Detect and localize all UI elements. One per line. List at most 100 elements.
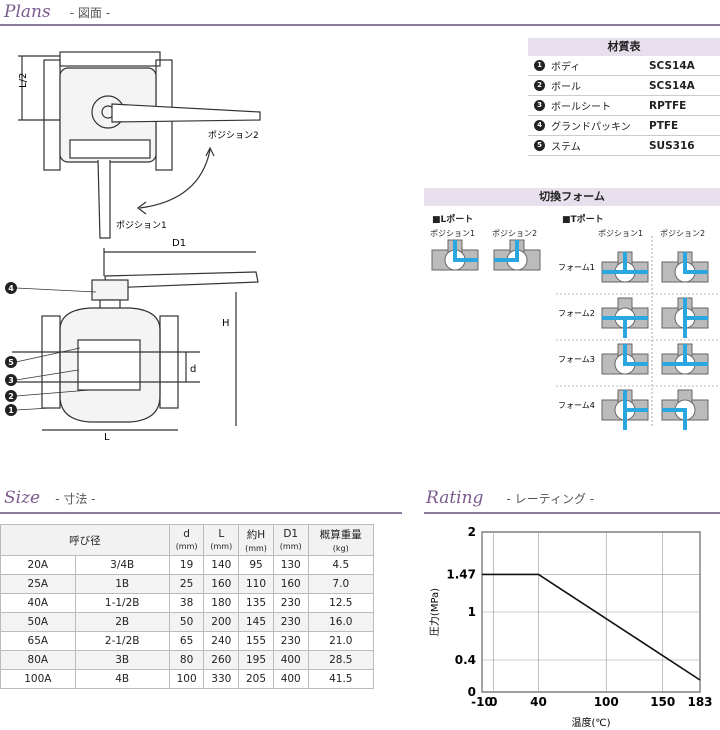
material-value: SCS14A [649, 79, 695, 92]
rating-series-line [482, 573, 701, 681]
table-cell: 140 [203, 555, 240, 575]
th-weight: 概算重量(kg) [307, 524, 375, 556]
l2-label: L/2 [18, 73, 29, 88]
callout-number: 4 [8, 284, 14, 293]
callout-circle [5, 404, 17, 416]
table-cell: 25A [0, 574, 76, 594]
table-cell: 7.0 [307, 574, 375, 594]
port-diagram [601, 343, 649, 375]
table-cell: 230 [272, 612, 309, 632]
top-flange [59, 51, 161, 67]
table-cell: 2-1/2B [74, 631, 170, 651]
port-diagram [431, 239, 479, 271]
table-cell: 230 [272, 631, 309, 651]
y-axis-label: 圧力(MPa) [428, 588, 441, 636]
table-cell: 38 [168, 593, 205, 613]
d-label: d [190, 364, 196, 375]
th-d1: D1(mm) [272, 524, 309, 556]
material-num: 4 [534, 120, 545, 131]
y-tick-label: 0 [468, 685, 476, 699]
table-cell: 28.5 [307, 650, 375, 670]
form-label: フォーム2 [558, 309, 595, 318]
table-cell: 130 [272, 555, 309, 575]
l-label: L [104, 432, 110, 443]
material-num: 5 [534, 140, 545, 151]
lport-pos2: ポジション2 [492, 229, 538, 238]
table-cell: 200 [203, 612, 240, 632]
size-title: Size [4, 488, 41, 508]
y-tick-label: 2 [468, 525, 476, 539]
y-tick-label: 1 [468, 605, 476, 619]
callout-circle [5, 390, 17, 402]
y-tick-label: 0.4 [455, 653, 476, 667]
tport-pos1: ポジション1 [598, 229, 644, 238]
rotation-arc [139, 149, 211, 209]
table-cell: 40A [0, 593, 76, 613]
port-diagram [493, 239, 541, 271]
plans-subtitle: - 図面 - [69, 6, 111, 20]
flange-left [41, 315, 61, 409]
port-diagram [661, 251, 709, 283]
rating-rule [424, 512, 720, 514]
table-cell: 25 [168, 574, 205, 594]
material-value: SUS316 [649, 139, 695, 152]
x-tick-label: 40 [530, 695, 547, 709]
table-cell: 205 [238, 669, 274, 689]
table-cell: 95 [238, 555, 274, 575]
x-axis-label: 温度(℃) [571, 716, 610, 729]
table-cell: 330 [203, 669, 240, 689]
lport-pos1: ポジション1 [430, 229, 476, 238]
table-cell: 50A [0, 612, 76, 632]
callout-circle [5, 282, 17, 294]
form-label: フォーム4 [558, 401, 595, 410]
table-cell: 195 [238, 650, 274, 670]
table-cell: 230 [272, 593, 309, 613]
table-cell: 100A [0, 669, 76, 689]
table-cell: 145 [238, 612, 274, 632]
table-cell: 400 [272, 669, 309, 689]
callout-number: 3 [8, 376, 14, 385]
table-cell: 21.0 [307, 631, 375, 651]
material-num: 1 [534, 60, 545, 71]
table-cell: 65A [0, 631, 76, 651]
table-cell: 65 [168, 631, 205, 651]
port-diagram [661, 343, 709, 375]
switching-title: 切換フォーム [424, 188, 720, 206]
table-cell: 80 [168, 650, 205, 670]
table-cell: 80A [0, 650, 76, 670]
table-cell: 50 [168, 612, 205, 632]
handle-top [111, 103, 261, 123]
table-cell: 110 [238, 574, 274, 594]
handle-position1 [97, 159, 111, 239]
table-cell: 41.5 [307, 669, 375, 689]
th-l: L(mm) [203, 524, 240, 556]
callout-circle [5, 356, 17, 368]
material-num: 3 [534, 100, 545, 111]
table-cell: 135 [238, 593, 274, 613]
position2-label: ポジション2 [208, 130, 259, 141]
form-label: フォーム3 [558, 355, 595, 364]
table-cell: 100 [168, 669, 205, 689]
th-d: d(mm) [168, 524, 205, 556]
tport-pos2: ポジション2 [660, 229, 706, 238]
callout-number: 2 [8, 392, 14, 401]
port-diagram [661, 297, 709, 338]
th-nominal: 呼び径 [0, 524, 170, 556]
table-cell: 2B [74, 612, 170, 632]
plans-rule [0, 24, 720, 26]
size-subtitle: - 寸法 - [55, 492, 96, 506]
position1-label: ポジション1 [116, 220, 167, 231]
